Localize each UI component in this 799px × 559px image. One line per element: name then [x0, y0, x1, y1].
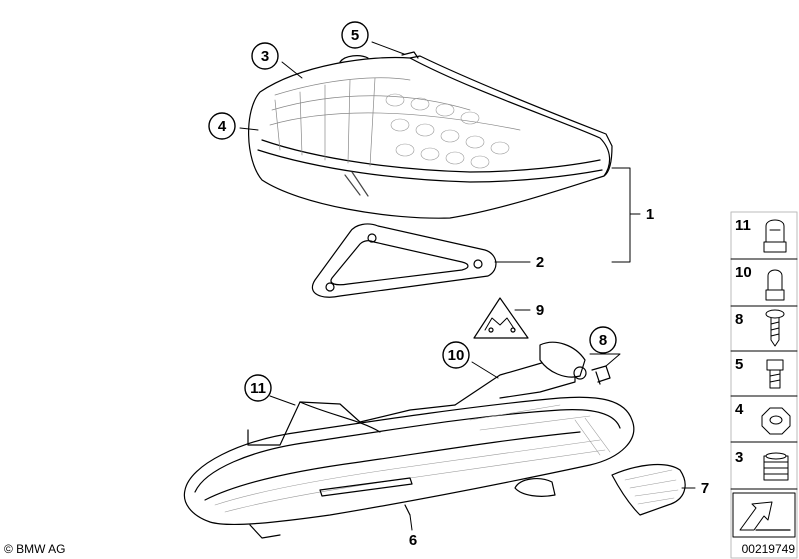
- bulb-large-icon: [763, 219, 787, 253]
- callout-label-1: 1: [646, 206, 654, 223]
- sidebar-label-10: 10: [735, 264, 752, 281]
- arrow-icon: [732, 492, 796, 538]
- sidebar-label-11: 11: [735, 217, 751, 234]
- sidebar-label-4: 4: [735, 401, 744, 418]
- copyright-text: © BMW AG: [4, 542, 66, 556]
- bolt-icon: [766, 359, 784, 389]
- sidebar-parts-list: [730, 211, 798, 559]
- bulb-small-icon: [765, 269, 785, 301]
- leader-lines: [239, 41, 696, 531]
- callout-circles: [208, 21, 617, 402]
- warning-label: [473, 297, 529, 339]
- callout-label-5: 5: [351, 27, 359, 44]
- tail-light-lower: [183, 341, 635, 539]
- sidebar-label-3: 3: [735, 449, 743, 466]
- callout-label-6: 6: [409, 532, 417, 549]
- tail-light-upper: [248, 51, 613, 219]
- part-number-text: 00219749: [741, 542, 795, 556]
- callout-label-9: 9: [536, 302, 544, 319]
- callout-label-3: 3: [261, 48, 269, 65]
- callout-label-10: 10: [448, 347, 465, 364]
- gasket: [311, 223, 497, 298]
- clip-nut-icon: [763, 452, 789, 481]
- callout-label-11: 11: [250, 380, 266, 397]
- sidebar-label-8: 8: [735, 311, 743, 328]
- callout-label-7: 7: [701, 480, 709, 497]
- callout-label-2: 2: [536, 254, 544, 271]
- reflector: [611, 464, 686, 516]
- callout-label-8: 8: [599, 332, 607, 349]
- callout-label-4: 4: [218, 118, 227, 135]
- nut-icon: [761, 407, 791, 435]
- sidebar-label-5: 5: [735, 356, 743, 373]
- screw-icon: [765, 309, 785, 347]
